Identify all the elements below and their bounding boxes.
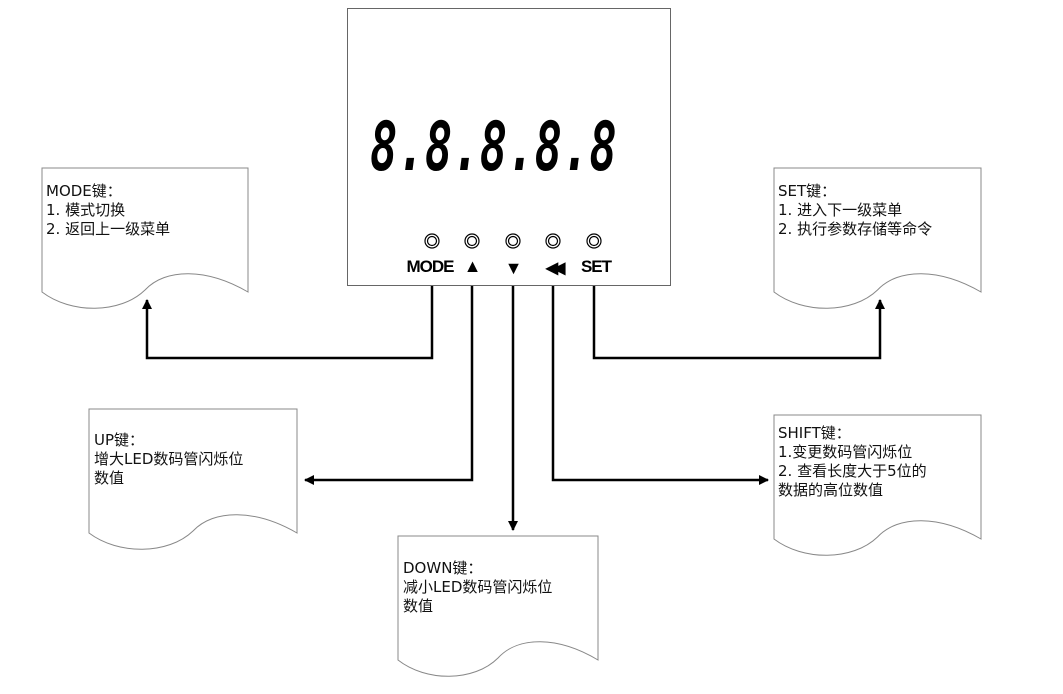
mode-note: MODE键： 1. 模式切换 2. 返回上一级菜单 bbox=[46, 182, 170, 239]
mode-button[interactable] bbox=[424, 233, 440, 249]
up-note-line: 增大LED数码管闪烁位 bbox=[94, 450, 244, 468]
set-note-line: 2. 执行参数存储等命令 bbox=[778, 220, 933, 238]
mode-note-line: 1. 模式切换 bbox=[46, 201, 126, 219]
set-button[interactable] bbox=[586, 233, 602, 249]
down-note-line: 数值 bbox=[403, 597, 434, 615]
down-note-shape bbox=[397, 535, 599, 677]
set-note-shape bbox=[773, 167, 982, 309]
up-note-title: UP键： bbox=[94, 431, 145, 449]
up-note: UP键： 增大LED数码管闪烁位 数值 bbox=[94, 431, 243, 488]
down-note: DOWN键： 减小LED数码管闪烁位 数值 bbox=[403, 559, 552, 616]
up-note-shape bbox=[88, 408, 298, 550]
down-note-line: 减小LED数码管闪烁位 bbox=[403, 578, 553, 596]
shift-connector bbox=[551, 286, 769, 485]
up-note-line: 数值 bbox=[94, 469, 125, 487]
set-note: SET键： 1. 进入下一级菜单 2. 执行参数存储等命令 bbox=[778, 182, 932, 239]
seven-segment-display: 8.8.8.8.8 bbox=[370, 108, 617, 187]
shift-note-title: SHIFT键： bbox=[778, 424, 851, 442]
shift-note-shape bbox=[773, 414, 982, 556]
set-connector bbox=[592, 286, 885, 360]
up-connector bbox=[304, 286, 474, 485]
set-note-title: SET键： bbox=[778, 182, 837, 200]
mode-connector bbox=[142, 286, 434, 360]
set-note-line: 1. 进入下一级菜单 bbox=[778, 201, 903, 219]
down-button-label: ▼ bbox=[504, 258, 523, 278]
set-button-label: SET bbox=[580, 257, 612, 276]
shift-note-line: 数据的高位数值 bbox=[778, 481, 884, 499]
mode-note-line: 2. 返回上一级菜单 bbox=[46, 220, 171, 238]
shift-button-label: ◀◀ bbox=[545, 260, 565, 277]
down-button[interactable] bbox=[505, 233, 521, 249]
shift-note-line: 1.变更数码管闪烁位 bbox=[778, 443, 913, 461]
shift-note: SHIFT键： 1.变更数码管闪烁位 2. 查看长度大于5位的 数据的高位数值 bbox=[778, 424, 927, 500]
shift-note-line: 2. 查看长度大于5位的 bbox=[778, 462, 927, 480]
up-button[interactable] bbox=[464, 233, 480, 249]
mode-button-label: MODE bbox=[406, 257, 455, 276]
shift-button[interactable] bbox=[545, 233, 561, 249]
mode-note-title: MODE键： bbox=[46, 182, 122, 200]
mode-note-shape bbox=[41, 167, 249, 309]
down-note-title: DOWN键： bbox=[403, 559, 483, 577]
up-button-label: ▲ bbox=[463, 256, 482, 276]
